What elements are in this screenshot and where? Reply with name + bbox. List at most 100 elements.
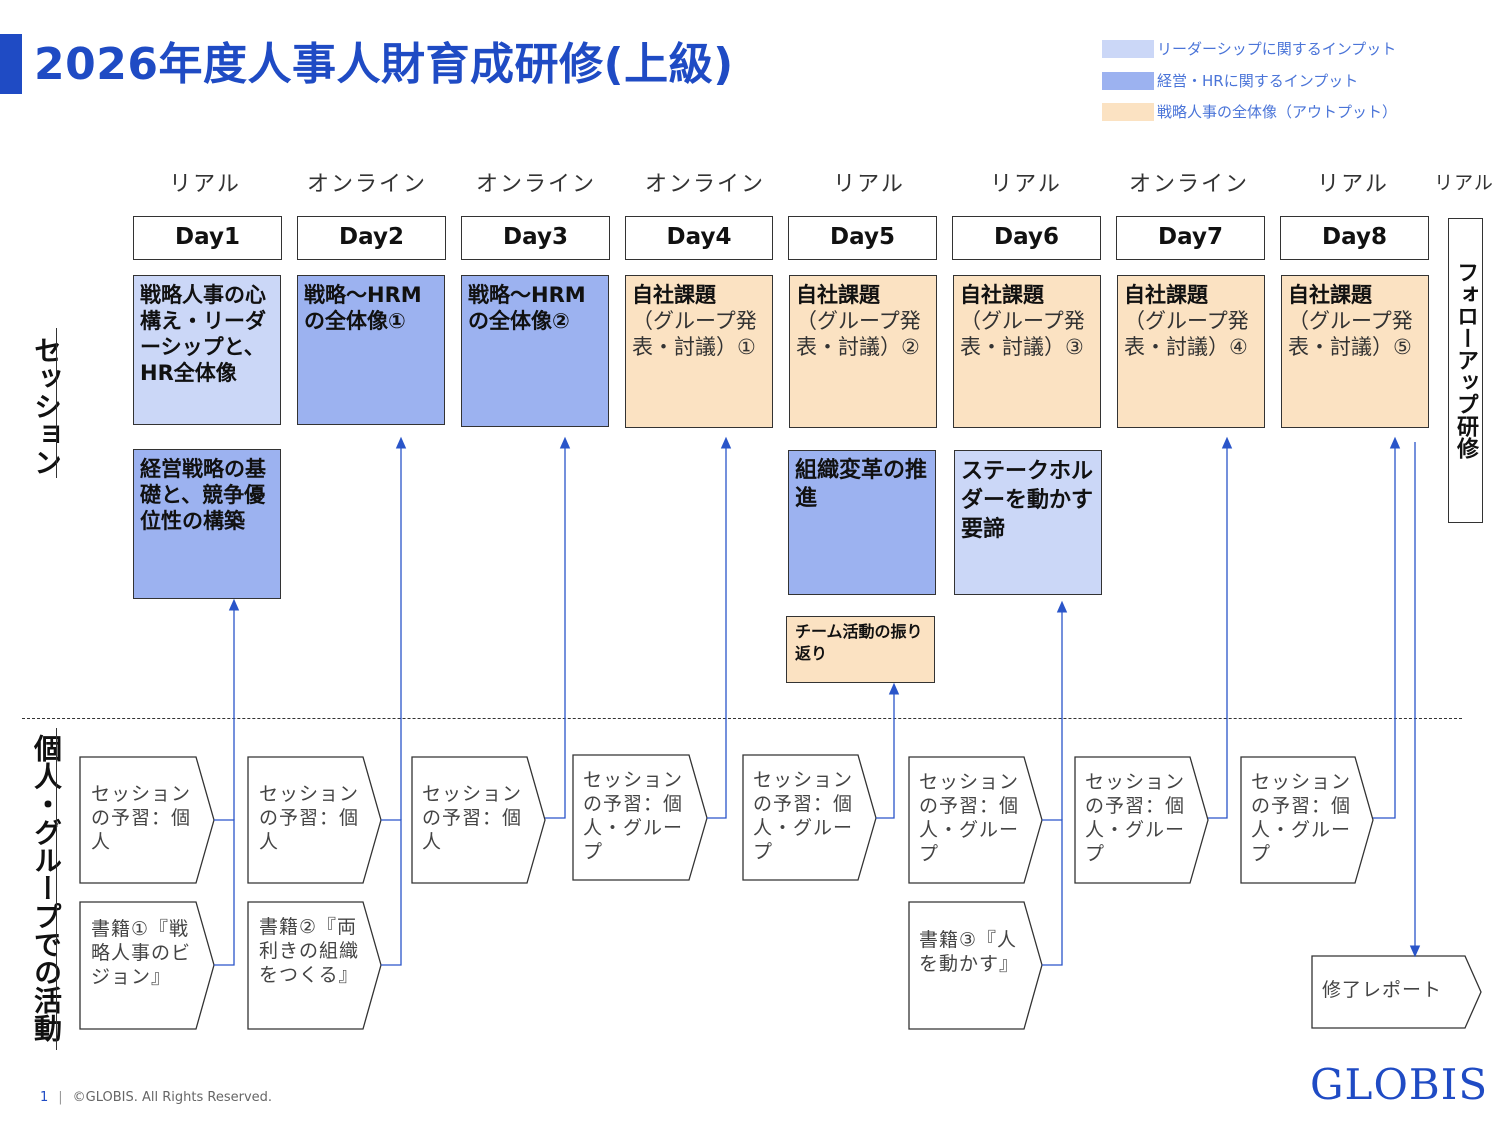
session-day6-stakeholder: ステークホルダーを動かす要諦 [954, 450, 1102, 595]
mode-label-follow-up: リアル [1434, 172, 1494, 194]
connector-day3 [545, 436, 571, 819]
mode-label-day3: オンライン [475, 172, 596, 197]
session-text: 組織変革の推進 [795, 458, 928, 511]
session-text: 戦略～HRMの全体像① [304, 283, 422, 333]
section-label-activities: 個人・グループでの活動 [30, 734, 63, 1042]
activity-prep-day6: セッションの予習：個人・グループ [919, 771, 1020, 865]
legend-item-strategic-hr: 戦略人事の全体像（アウトプット） [1102, 101, 1397, 122]
activity-shape-prep-day1 [79, 756, 215, 884]
section-separator [22, 718, 1462, 719]
legend-swatch [1102, 71, 1154, 90]
connector-day8 [1373, 436, 1401, 819]
session-title: 自社課題 [960, 283, 1044, 307]
session-subtitle: （グループ発表・討議）② [796, 309, 921, 359]
activity-shape-prep-day2 [247, 756, 382, 884]
activity-prep-day7: セッションの予習：個人・グループ [1085, 771, 1186, 865]
activity-prep-day3: セッションの予習：個人 [422, 783, 523, 853]
session-day6-group: 自社課題 （グループ発表・討議）③ [953, 275, 1101, 428]
legend-swatch [1102, 102, 1154, 121]
session-day5-org-change: 組織変革の推進 [788, 450, 936, 595]
mode-label-day5: リアル [833, 172, 905, 197]
session-day5-team-review: チーム活動の振り返り [786, 616, 935, 683]
page-title: 2026年度人事人財育成研修(上級) [34, 39, 734, 90]
mode-label-day6: リアル [990, 172, 1062, 197]
activity-shape-book3 [908, 901, 1043, 1030]
activity-final-report: 修了レポート [1322, 979, 1443, 1001]
legend-label: リーダーシップに関するインプット [1157, 40, 1397, 58]
session-text: チーム活動の振り返り [795, 622, 923, 663]
activity-prep-day5: セッションの予習：個人・グループ [753, 769, 854, 863]
session-subtitle: （グループ発表・討議）③ [960, 309, 1085, 359]
legend-item-management-hr: 経営・HRに関するインプット [1102, 70, 1358, 91]
session-follow-up: フォローアップ研修 [1448, 218, 1483, 523]
page-number: 1 [40, 1090, 49, 1105]
activity-book3: 書籍③『人を動かす』 [919, 929, 1020, 975]
legend-label: 戦略人事の全体像（アウトプット） [1157, 103, 1398, 121]
session-subtitle: （グループ発表・討議）④ [1124, 309, 1249, 359]
activity-prep-day4: セッションの予習：個人・グループ [583, 769, 684, 863]
mode-label-day4: オンライン [644, 172, 765, 197]
copyright: ©GLOBIS. All Rights Reserved. [72, 1090, 273, 1105]
session-title: 自社課題 [632, 283, 716, 307]
footer: 1|©GLOBIS. All Rights Reserved. [40, 1090, 273, 1105]
session-text: ステークホルダーを動かす要諦 [961, 459, 1094, 542]
connector-day4 [707, 436, 732, 819]
session-title: 自社課題 [1288, 283, 1372, 307]
activity-shape-prep-day8 [1240, 756, 1374, 884]
section-label-sessions: セッション [30, 336, 63, 476]
day-header-8: Day8 [1280, 216, 1429, 260]
session-day5-group: 自社課題 （グループ発表・討議）② [789, 275, 937, 428]
session-day2-hrm: 戦略～HRMの全体像① [297, 275, 445, 425]
session-title: 自社課題 [796, 283, 880, 307]
day-header-2: Day2 [297, 216, 446, 260]
title-accent-bar [0, 34, 22, 94]
session-day4-group: 自社課題 （グループ発表・討議）① [625, 275, 773, 428]
session-day1-strategy: 経営戦略の基礎と、競争優位性の構築 [133, 449, 281, 599]
mode-label-day2: オンライン [306, 172, 427, 197]
globis-logo: GLOBIS [1310, 1060, 1489, 1109]
session-day7-group: 自社課題 （グループ発表・討議）④ [1117, 275, 1265, 428]
mode-label-day1: リアル [169, 172, 241, 197]
session-subtitle: （グループ発表・討議）① [632, 309, 757, 359]
day-header-3: Day3 [461, 216, 610, 260]
activity-shape-prep-day6 [908, 756, 1043, 884]
connector-day2 [381, 819, 402, 966]
activity-prep-day1: セッションの予習：個人 [91, 783, 192, 853]
section-divider-sessions [56, 328, 57, 478]
activity-book2: 書籍②『両利きの組織をつくる』 [259, 916, 360, 986]
session-title: 自社課題 [1124, 283, 1208, 307]
activity-shape-report [1311, 955, 1482, 1029]
day-header-1: Day1 [133, 216, 282, 260]
activity-shape-prep-day4 [572, 754, 708, 881]
day-header-4: Day4 [625, 216, 773, 260]
mode-label-day8: リアル [1317, 172, 1389, 197]
activity-shape-prep-day7 [1074, 756, 1209, 884]
session-text: 経営戦略の基礎と、競争優位性の構築 [140, 457, 266, 533]
activity-shape-book1 [79, 901, 215, 1030]
activity-shape-book2 [247, 901, 382, 1030]
mode-label-day7: オンライン [1128, 172, 1249, 197]
legend-swatch [1102, 39, 1154, 58]
session-day8-group: 自社課題 （グループ発表・討議）⑤ [1281, 275, 1429, 428]
connector-day5 [876, 682, 900, 819]
day-header-5: Day5 [788, 216, 937, 260]
session-subtitle: （グループ発表・討議）⑤ [1288, 309, 1413, 359]
section-divider-activities [56, 728, 57, 1050]
session-day1-leadership: 戦略人事の心構え・リーダーシップと、HR全体像 [133, 275, 281, 425]
day-header-6: Day6 [952, 216, 1101, 260]
legend-label: 経営・HRに関するインプット [1157, 72, 1359, 90]
activity-shape-prep-day5 [742, 754, 877, 881]
legend-item-leadership: リーダーシップに関するインプット [1102, 38, 1396, 59]
day-header-7: Day7 [1116, 216, 1265, 260]
connector-day1 [214, 819, 235, 966]
session-text: 戦略～HRMの全体像② [468, 283, 586, 333]
connector-day6 [1042, 819, 1063, 966]
activity-book1: 書籍①『戦略人事のビジョン』 [91, 918, 192, 988]
session-text: 戦略人事の心構え・リーダーシップと、HR全体像 [140, 283, 266, 385]
session-day3-hrm: 戦略～HRMの全体像② [461, 275, 609, 427]
activity-prep-day2: セッションの予習：個人 [259, 783, 360, 853]
activity-prep-day8: セッションの予習：個人・グループ [1251, 771, 1352, 865]
connector-day7 [1208, 436, 1233, 819]
activity-shape-prep-day3 [411, 756, 546, 884]
